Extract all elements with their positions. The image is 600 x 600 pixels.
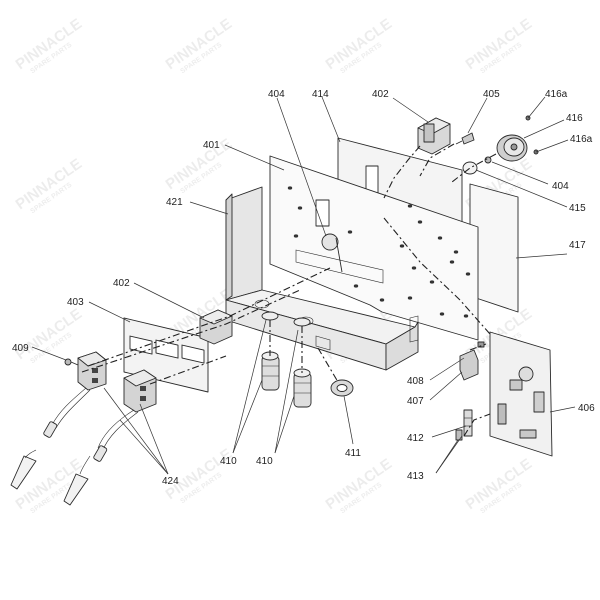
callout-416: 416 bbox=[566, 113, 583, 124]
mounting-hole bbox=[287, 186, 293, 190]
mounting-hole bbox=[411, 266, 417, 270]
chassis-notch bbox=[315, 335, 331, 351]
callout-417: 417 bbox=[569, 240, 586, 251]
probe-cable bbox=[24, 449, 37, 459]
watermark-logo: PINNACLE bbox=[163, 15, 236, 73]
connector-407 bbox=[459, 349, 479, 381]
pcb-406 bbox=[489, 331, 553, 457]
mounting-hole bbox=[463, 314, 469, 318]
mounting-hole bbox=[407, 296, 413, 300]
probe-block-424 bbox=[123, 369, 157, 413]
watermark-logo: PINNACLE bbox=[463, 455, 536, 513]
mounting-hole bbox=[399, 244, 405, 248]
callout-412: 412 bbox=[407, 433, 424, 444]
knob-404 bbox=[321, 233, 339, 251]
mounting-hole bbox=[353, 284, 359, 288]
mounting-hole bbox=[449, 260, 455, 264]
assembly-lines bbox=[81, 143, 497, 437]
mounting-hole bbox=[439, 312, 445, 316]
knob-shaft bbox=[335, 237, 343, 273]
mounting-hole bbox=[293, 234, 299, 238]
probe-sensor bbox=[63, 473, 89, 506]
callout-labels: 404 414 402 405 416a 416 416a 401 404 42… bbox=[12, 89, 595, 487]
callout-415: 415 bbox=[569, 203, 586, 214]
callout-408: 408 bbox=[407, 376, 424, 387]
callout-404: 404 bbox=[268, 89, 285, 100]
mounting-hole bbox=[407, 204, 413, 208]
callout-402: 402 bbox=[113, 278, 130, 289]
callout-404: 404 bbox=[552, 181, 569, 192]
probe-sensor bbox=[10, 455, 37, 490]
watermark-logo: PINNACLE bbox=[463, 15, 536, 73]
gland-410 bbox=[293, 317, 312, 408]
probe-cable bbox=[55, 389, 91, 429]
mounting-hole bbox=[465, 272, 471, 276]
mounting-hole bbox=[297, 206, 303, 210]
screw-409 bbox=[64, 358, 79, 366]
mounting-hole bbox=[437, 236, 443, 240]
callout-406: 406 bbox=[578, 403, 595, 414]
watermark-logo: PINNACLE bbox=[13, 15, 86, 73]
callout-411: 411 bbox=[345, 448, 361, 459]
plate-holes bbox=[287, 186, 471, 318]
callout-413: 413 bbox=[407, 471, 424, 482]
grommet-hole bbox=[336, 384, 348, 392]
probe-cable bbox=[79, 455, 91, 475]
probe-cable bbox=[51, 387, 87, 426]
watermark-logo: PINNACLE bbox=[163, 135, 236, 193]
callout-421: 421 bbox=[166, 197, 183, 208]
watermark-logo: PINNACLE bbox=[13, 155, 86, 213]
leader-lines bbox=[31, 96, 576, 475]
callout-409: 409 bbox=[12, 343, 29, 354]
mounting-hole bbox=[417, 220, 423, 224]
mounting-hole bbox=[453, 250, 459, 254]
callout-407: 407 bbox=[407, 396, 424, 407]
mounting-hole bbox=[429, 280, 435, 284]
probe-connector bbox=[43, 421, 58, 438]
callout-414: 414 bbox=[312, 89, 329, 100]
callout-424: 424 bbox=[162, 476, 179, 487]
watermark-logo: PINNACLE bbox=[323, 15, 396, 73]
chassis-back-421 bbox=[225, 193, 233, 301]
terminal-413 bbox=[455, 429, 463, 441]
callout-401: 401 bbox=[203, 140, 220, 151]
probe-cable bbox=[97, 409, 135, 449]
callout-402: 402 bbox=[372, 89, 389, 100]
mounting-hole bbox=[379, 298, 385, 302]
plate-cutout bbox=[295, 249, 384, 284]
callout-410: 410 bbox=[256, 456, 273, 467]
screw-405 bbox=[455, 132, 475, 145]
watermark-logo: PINNACLE bbox=[163, 445, 236, 503]
mounting-hole bbox=[347, 230, 353, 234]
callout-416a: 416a bbox=[570, 134, 593, 145]
relay-402-top bbox=[417, 117, 451, 155]
callout-405: 405 bbox=[483, 89, 500, 100]
callout-416a: 416a bbox=[545, 89, 568, 100]
watermark-logo: PINNACLE bbox=[323, 455, 396, 513]
watermark-logo: PINNACLE bbox=[13, 305, 86, 363]
probe-block-424 bbox=[77, 351, 107, 391]
terminal-412 bbox=[463, 409, 473, 437]
probe-connector bbox=[93, 445, 108, 462]
callout-403: 403 bbox=[67, 297, 84, 308]
callout-410: 410 bbox=[220, 456, 237, 467]
chassis-lip bbox=[409, 315, 419, 343]
thermostat-416 bbox=[496, 115, 539, 162]
